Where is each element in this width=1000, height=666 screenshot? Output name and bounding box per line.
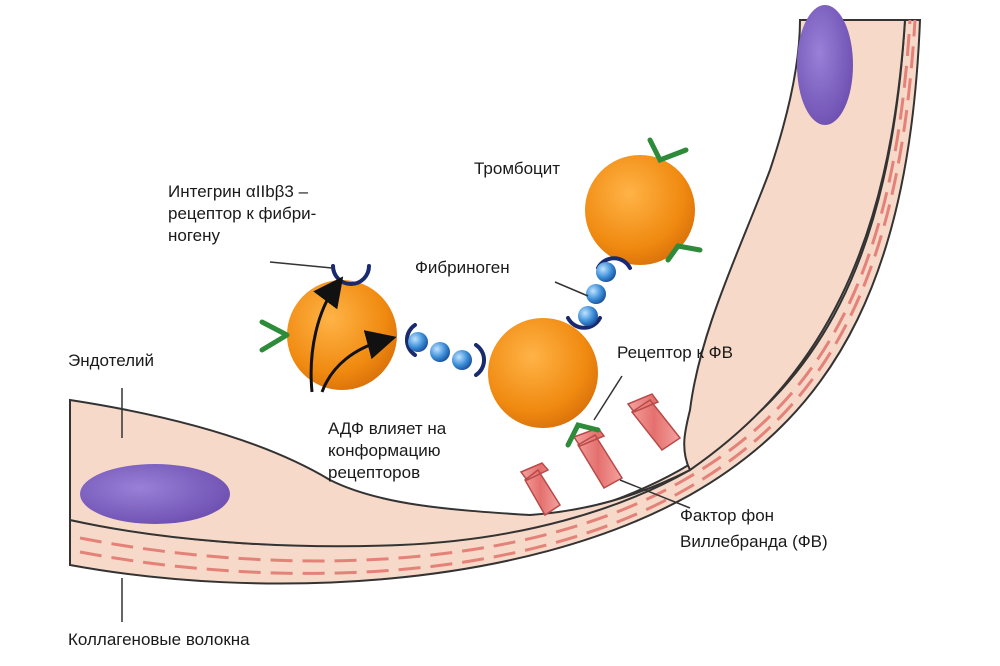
- label-collagen: Коллагеновые волокна: [68, 630, 250, 649]
- label-endothelium: Эндотелий: [68, 351, 155, 370]
- leader-vwf-receptor: [593, 375, 623, 421]
- endothelial-nucleus-left: [80, 464, 230, 524]
- vwf-molecules: [519, 393, 682, 517]
- integrin-middle-left: [474, 343, 486, 377]
- vwf-molecule-3: [626, 393, 682, 452]
- label-adp-line1: АДФ влияет на: [328, 419, 447, 438]
- label-vwf-line2: Виллебранда (ФВ): [680, 532, 828, 551]
- adp-arrow-1: [309, 276, 344, 393]
- label-adp: АДФ влияет на конформацию рецепторов: [328, 418, 446, 484]
- adp-arrows: [309, 276, 397, 393]
- fibrinogen-chain-vertical: [578, 262, 616, 326]
- endothelial-nucleus-right: [797, 5, 853, 125]
- leader-integrin: [269, 261, 333, 269]
- leader-lines: [121, 261, 691, 622]
- label-vwf: Фактор фон Виллебранда (ФВ): [680, 503, 828, 555]
- receptor-platelet-middle: [565, 422, 601, 448]
- fibrinogen-chain-horizontal: [408, 332, 472, 370]
- adp-arrow-2: [320, 330, 397, 393]
- receptor-platelet-left: [259, 319, 290, 353]
- collagen-fibers: [79, 19, 917, 575]
- leader-vwf: [619, 479, 691, 509]
- label-adp-line2: конформацию: [328, 441, 441, 460]
- label-integrin-line1: Интегрин αIIbβ3 –: [168, 182, 309, 201]
- label-integrin-line2: рецептор к фибри-: [168, 204, 317, 223]
- endothelial-cell-left: [69, 398, 691, 548]
- vessel-wall: [69, 5, 922, 585]
- receptor-platelet-top-lower: [665, 243, 703, 263]
- vwf-molecule-2: [572, 427, 624, 490]
- integrin-top-left: [331, 264, 371, 286]
- platelet-middle: [488, 318, 598, 428]
- integrin-left-right: [405, 323, 417, 357]
- integrin-middle-top: [566, 316, 602, 330]
- label-platelet: Тромбоцит: [474, 159, 561, 178]
- label-adp-line3: рецепторов: [328, 463, 421, 482]
- platelet-top: [585, 155, 695, 265]
- label-vwf-receptor: Рецептор к ФВ: [617, 343, 733, 362]
- label-integrin-line3: ногену: [168, 226, 221, 245]
- label-fibrinogen: Фибриноген: [415, 258, 510, 277]
- leader-fibrinogen: [554, 281, 589, 297]
- label-vwf-line1: Фактор фон: [680, 506, 775, 525]
- vwf-molecule-1: [519, 462, 562, 517]
- endothelial-cell-right: [683, 19, 907, 472]
- label-integrin: Интегрин αIIbβ3 – рецептор к фибри- ноге…: [168, 181, 316, 247]
- receptor-platelet-top-upper: [647, 137, 689, 164]
- vwf-receptors: [259, 137, 703, 448]
- platelet-left: [287, 280, 397, 390]
